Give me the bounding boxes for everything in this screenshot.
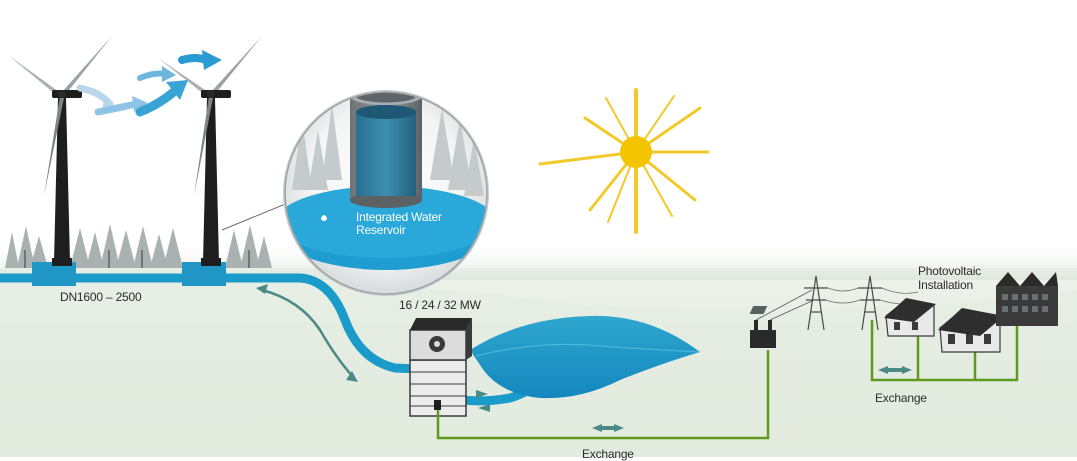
- grid-connection: [436, 318, 1019, 440]
- pv-label-line2: Installation: [918, 278, 973, 292]
- house-pv-icon: [938, 308, 1004, 353]
- pipe-diameter-label: DN1600 – 2500: [60, 290, 142, 304]
- reservoir-label-line2: Reservoir: [356, 223, 406, 237]
- water-drop-icon: [321, 215, 327, 221]
- pump-station-icon: [409, 318, 472, 417]
- reservoir-label: Integrated Water Reservoir: [356, 211, 442, 237]
- exchange-label-right: Exchange: [875, 391, 927, 405]
- power-rating-label: 16 / 24 / 32 MW: [399, 298, 481, 312]
- exchange-arrow-icon: [476, 390, 490, 412]
- lower-reservoir: [470, 315, 701, 399]
- reservoir-detail: [283, 90, 489, 296]
- house-pv-icon: [749, 298, 936, 337]
- pv-installation-label: Photovoltaic Installation: [918, 264, 981, 292]
- substation-icon: [750, 289, 815, 348]
- sun-icon: [538, 88, 710, 234]
- wind-arrow-icon: [76, 50, 222, 117]
- wind-turbine-icon: [158, 36, 262, 266]
- wind-turbine-icon: [8, 36, 112, 266]
- factory-icon: [996, 272, 1058, 326]
- tree-line: [5, 224, 272, 268]
- exchange-arrow-icon: [592, 366, 912, 432]
- power-pylon-icon: [804, 275, 921, 331]
- pv-label-line1: Photovoltaic: [918, 264, 981, 278]
- reservoir-label-line1: Integrated Water: [356, 210, 442, 224]
- exchange-arrow-icon: [256, 284, 358, 382]
- exchange-label-bottom: Exchange: [582, 447, 634, 461]
